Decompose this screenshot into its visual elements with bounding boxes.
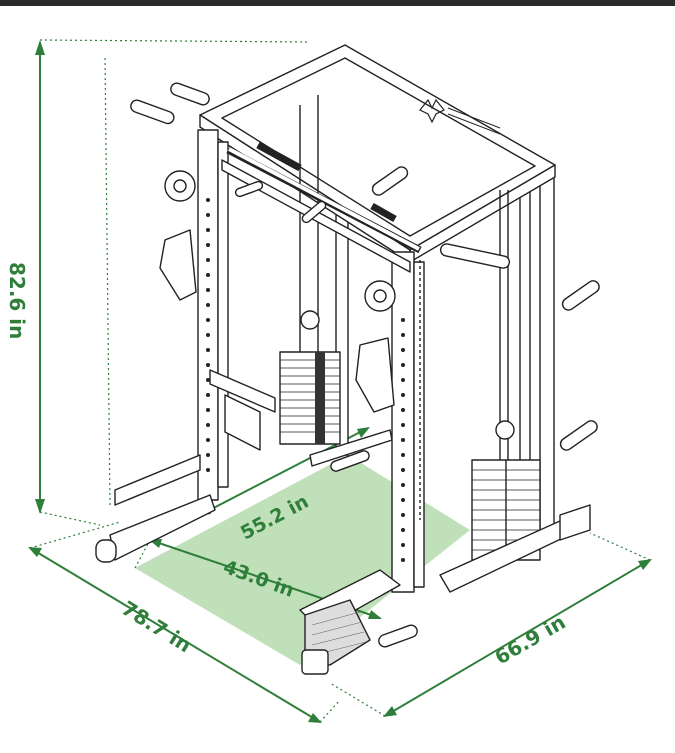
- floor-footprint: [135, 455, 470, 665]
- depth-dimension-label: 66.9 in: [491, 610, 570, 669]
- depth-dimension-line: [384, 559, 651, 717]
- height-dimension-label: 82.6 in: [5, 262, 29, 339]
- power-rack-dimension-diagram: 82.6 in 55.2 in 43.0 in 78.7 in 66.9 in: [0, 6, 675, 753]
- top-bar: [0, 0, 675, 6]
- wings-logo-icon: [419, 98, 501, 135]
- width-dimension-label: 78.7 in: [117, 596, 195, 657]
- width-dimension-line: [29, 547, 321, 723]
- extension-lines: [29, 39, 651, 723]
- power-rack-illustration: [95, 44, 600, 675]
